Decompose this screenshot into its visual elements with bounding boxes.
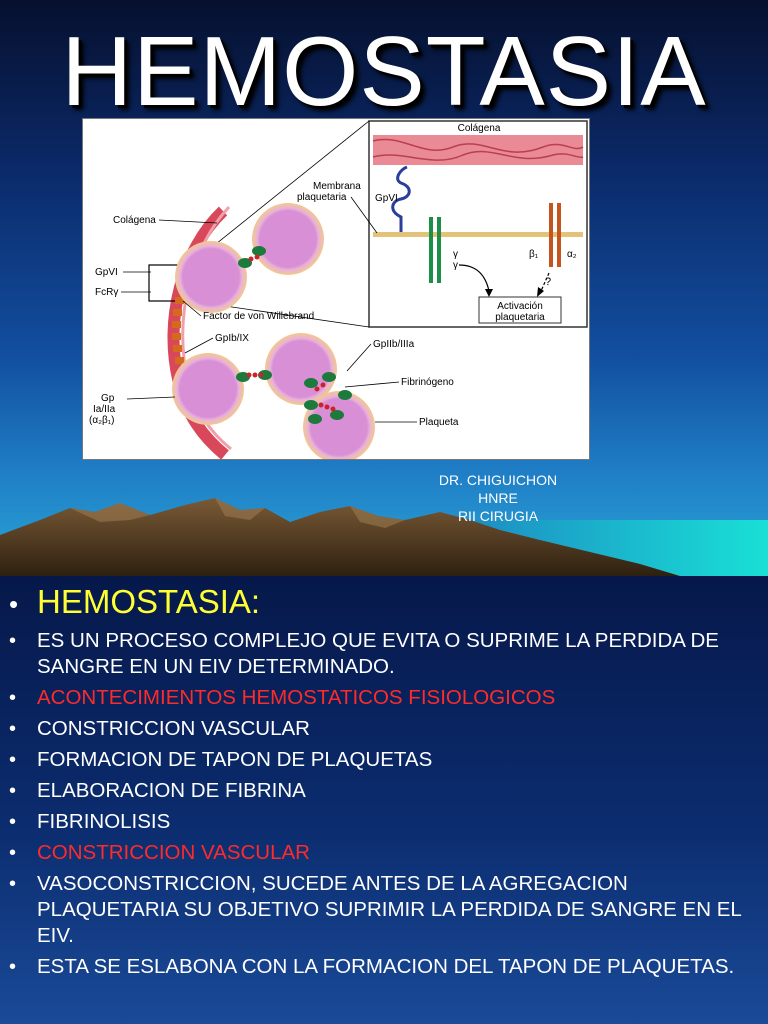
bullet-text: CONSTRICCION VASCULAR bbox=[37, 841, 310, 864]
bullet-heading-text: HEMOSTASIA: bbox=[37, 583, 261, 620]
label-gamma-2: γ bbox=[453, 260, 458, 271]
label-gp-2: Ia/IIa bbox=[93, 404, 116, 415]
author-name: DR. CHIGUICHON bbox=[438, 472, 558, 488]
bullet-text: ELABORACION DE FIBRINA bbox=[37, 779, 306, 802]
label-question: ? bbox=[545, 276, 551, 288]
bullet-item: • ES UN PROCESO COMPLEJO QUE EVITA O SUPR… bbox=[0, 628, 768, 680]
bullet-item: • VASOCONSTRICCION, SUCEDE ANTES DE LA AG… bbox=[0, 871, 768, 949]
bullet-text: VASOCONSTRICCION, SUCEDE ANTES DE LA AGR… bbox=[37, 872, 742, 947]
bullet-item: • ESTA SE ESLABONA CON LA FORMACION DEL T… bbox=[0, 954, 768, 980]
label-activacion-1: Activación bbox=[497, 301, 543, 312]
author-hospital: HNRE bbox=[478, 490, 518, 506]
bullet-dot: • bbox=[9, 811, 17, 833]
label-gpvi-inset: GpVI bbox=[375, 193, 398, 204]
bullet-dot: • bbox=[9, 589, 19, 619]
collagen-band bbox=[373, 135, 583, 165]
bullet-item: • FORMACION DE TAPON DE PLAQUETAS bbox=[0, 747, 768, 773]
bullet-item: • CONSTRICCION VASCULAR bbox=[0, 716, 768, 742]
slide-title: HEMOSTASIA bbox=[61, 16, 707, 126]
gpvi-receptor bbox=[391, 165, 411, 232]
bullet-item: • ACONTECIMIENTOS HEMOSTATICOS FISIOLOGIC… bbox=[0, 685, 768, 711]
bullet-text: FORMACION DE TAPON DE PLAQUETAS bbox=[37, 748, 433, 771]
label-gpiib: GpIIb/IIIa bbox=[373, 339, 415, 350]
bullet-item: • FIBRINOLISIS bbox=[0, 809, 768, 835]
platelet bbox=[265, 333, 337, 405]
bullet-text: ACONTECIMIENTOS HEMOSTATICOS FISIOLOGICO… bbox=[37, 686, 556, 709]
platelet bbox=[172, 353, 244, 425]
bullet-dot: • bbox=[9, 630, 17, 652]
label-colagena-top: Colágena bbox=[458, 123, 501, 134]
platelet bbox=[175, 241, 247, 313]
platelet bbox=[303, 391, 375, 459]
bullet-list: • HEMOSTASIA: • ES UN PROCESO COMPLEJO QUE… bbox=[0, 582, 768, 985]
platelet bbox=[252, 203, 324, 275]
bullet-dot: • bbox=[9, 873, 17, 895]
label-fcr: FcRγ bbox=[95, 287, 118, 298]
bullet-text: ES UN PROCESO COMPLEJO QUE EVITA O SUPRI… bbox=[37, 629, 719, 678]
bullet-text: ESTA SE ESLABONA CON LA FORMACION DEL TA… bbox=[37, 955, 735, 978]
mountain-landscape bbox=[0, 498, 768, 576]
label-alpha2: α₂ bbox=[567, 249, 577, 260]
bullet-text: CONSTRICCION VASCULAR bbox=[37, 717, 310, 740]
label-gamma-1: γ bbox=[453, 249, 458, 260]
bullet-item: • ELABORACION DE FIBRINA bbox=[0, 778, 768, 804]
label-vwf: Factor de von Willebrand bbox=[203, 311, 314, 322]
bullet-dot: • bbox=[9, 956, 17, 978]
author-block: DR. CHIGUICHON HNRE RII CIRUGIA bbox=[398, 471, 598, 525]
label-colagena-left: Colágena bbox=[113, 215, 156, 226]
label-membrana-2: plaquetaria bbox=[297, 192, 347, 203]
label-activacion-2: plaquetaria bbox=[495, 312, 545, 323]
bullet-dot: • bbox=[9, 780, 17, 802]
label-gp-1: Gp bbox=[101, 393, 115, 404]
membrane-line bbox=[373, 232, 583, 237]
label-plaqueta: Plaqueta bbox=[419, 417, 459, 428]
platelet-adhesion-figure: Colágena Membrana plaquetaria GpVI γ γ β… bbox=[82, 118, 590, 460]
bullet-dot: • bbox=[9, 718, 17, 740]
label-gp-3: (α₂β₁) bbox=[89, 415, 114, 426]
bullet-dot: • bbox=[9, 842, 17, 864]
bullet-item: • CONSTRICCION VASCULAR bbox=[0, 840, 768, 866]
bullet-dot: • bbox=[9, 749, 17, 771]
label-membrana-1: Membrana bbox=[313, 181, 361, 192]
author-position: RII CIRUGIA bbox=[457, 508, 539, 524]
label-gpvi-left: GpVI bbox=[95, 267, 118, 278]
bullet-dot: • bbox=[9, 687, 17, 709]
bullet-text: FIBRINOLISIS bbox=[37, 810, 171, 833]
bullet-heading: • HEMOSTASIA: bbox=[0, 582, 768, 622]
label-beta1: β₁ bbox=[529, 249, 539, 260]
bullet-section: • HEMOSTASIA: • ES UN PROCESO COMPLEJO QUE… bbox=[0, 576, 768, 1024]
label-fibrinogeno: Fibrinógeno bbox=[401, 377, 454, 388]
label-gpib: GpIb/IX bbox=[215, 333, 249, 344]
slide-header-area: HEMOSTASIA bbox=[0, 0, 768, 576]
